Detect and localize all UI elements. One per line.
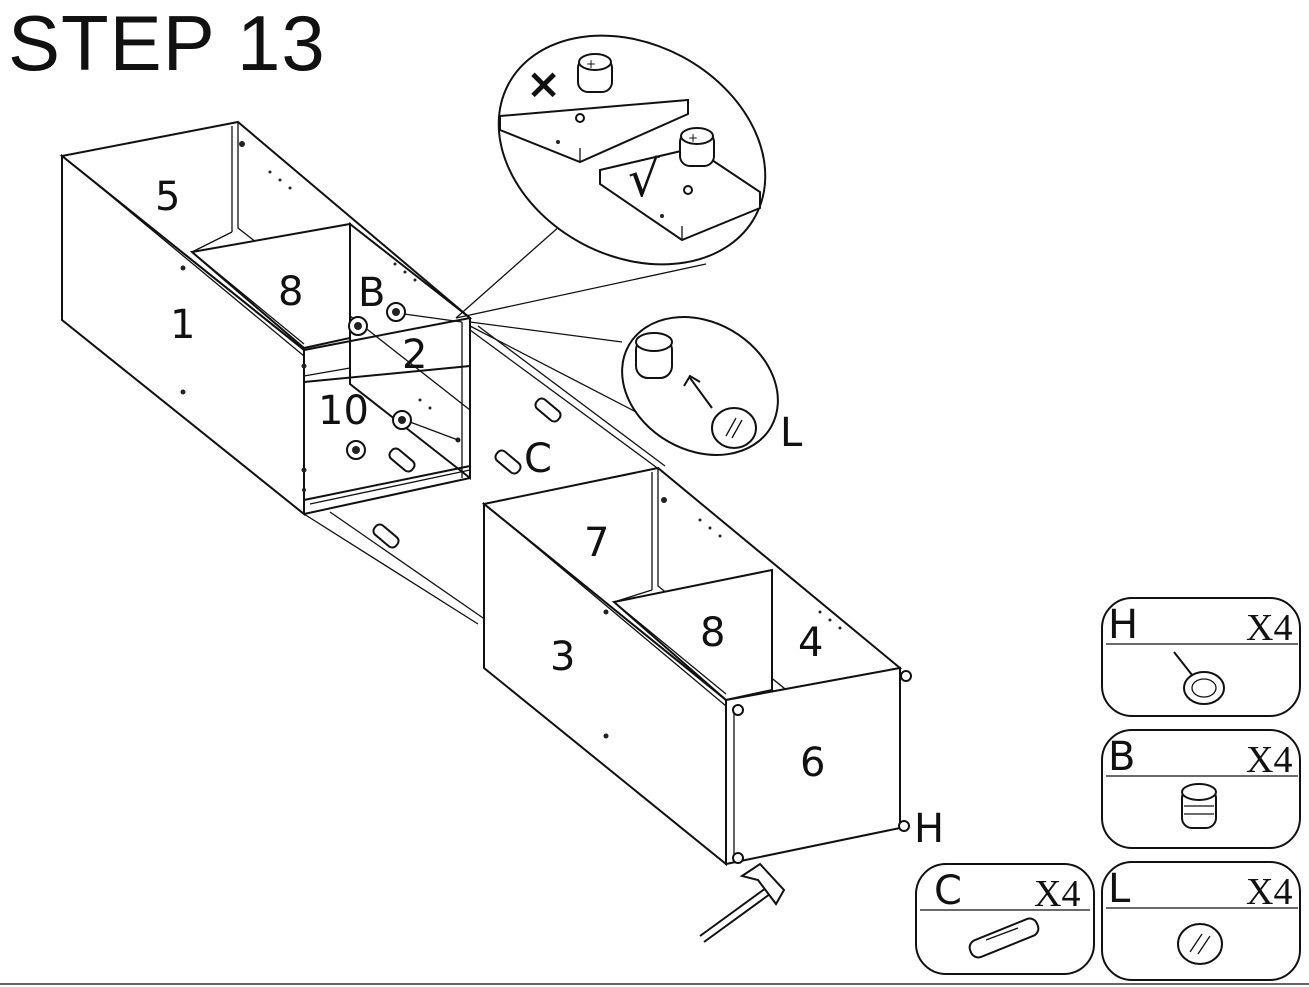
part-box-c: C X4: [915, 863, 1095, 975]
label-panel-8-upper: 8: [278, 269, 303, 315]
label-panel-5: 5: [155, 174, 180, 220]
part-l-letter: L: [1108, 866, 1131, 912]
nail-icon: [1173, 651, 1225, 705]
cam-lock-wrong-icon: +: [577, 53, 613, 93]
cover-cap-zoom-icon: [711, 407, 757, 449]
label-panel-1: 1: [170, 302, 195, 348]
nail-h-d: [732, 852, 744, 864]
upper-cabinet: 5 1 8 2 10 B C: [59, 120, 666, 625]
part-box-h: H X4: [1101, 597, 1301, 717]
label-panel-7: 7: [584, 520, 609, 566]
nail-h-a: [900, 670, 912, 682]
nail-h-c: [898, 820, 910, 832]
part-c-qty: X4: [1034, 873, 1080, 915]
right-mark: √: [628, 150, 660, 208]
cam-lock-upper-b: [386, 302, 406, 322]
label-panel-2: 2: [402, 332, 427, 378]
cover-cap-icon: [1177, 923, 1223, 965]
cam-lock-right-icon: +: [679, 127, 715, 167]
wrong-mark: ×: [526, 59, 561, 108]
label-panel-10: 10: [318, 388, 369, 434]
part-b-qty: X4: [1246, 739, 1292, 781]
label-panel-6: 6: [800, 740, 825, 786]
cam-lock-upper-a: [348, 316, 368, 336]
zoom-bubble-cover-cap: L: [469, 316, 803, 456]
part-h-letter: H: [1108, 602, 1138, 648]
board-wrong: [499, 98, 689, 164]
part-box-l: L X4: [1101, 861, 1301, 981]
part-c-letter: C: [934, 868, 962, 914]
callout-c: C: [524, 436, 552, 482]
callout-h: H: [914, 806, 944, 852]
panel-10: [303, 364, 471, 502]
callout-l: L: [780, 410, 803, 456]
dowel-icon: [968, 917, 1040, 959]
panel-8-lower: [611, 568, 773, 702]
part-box-b: B X4: [1101, 729, 1301, 849]
dowel-lower-link: [372, 523, 400, 549]
label-panel-8-lower: 8: [700, 610, 725, 656]
svg-text:+: +: [586, 57, 596, 71]
lower-cabinet: 7 3 8 4 6 H: [481, 466, 944, 943]
label-panel-4: 4: [798, 620, 823, 666]
hammer-icon: [699, 862, 786, 943]
svg-text:+: +: [688, 131, 698, 145]
part-l-qty: X4: [1246, 871, 1292, 913]
label-panel-3: 3: [550, 634, 575, 680]
cam-lock-upper-d: [346, 440, 366, 460]
page-title: STEP 13: [8, 0, 326, 87]
cam-lock-zoom-icon: [635, 332, 673, 379]
cam-lock-icon: [1181, 783, 1217, 829]
dowel-upper-b: [494, 449, 522, 475]
nail-h-b: [732, 704, 744, 716]
dowel-upper-c: [534, 397, 562, 423]
part-h-qty: X4: [1246, 607, 1292, 649]
part-b-letter: B: [1108, 734, 1135, 780]
dowel-upper-a: [388, 447, 416, 473]
cam-lock-upper-c: [392, 410, 412, 430]
zoom-bubble-cam-orientation: + × + √: [455, 34, 767, 319]
callout-b: B: [358, 270, 385, 316]
